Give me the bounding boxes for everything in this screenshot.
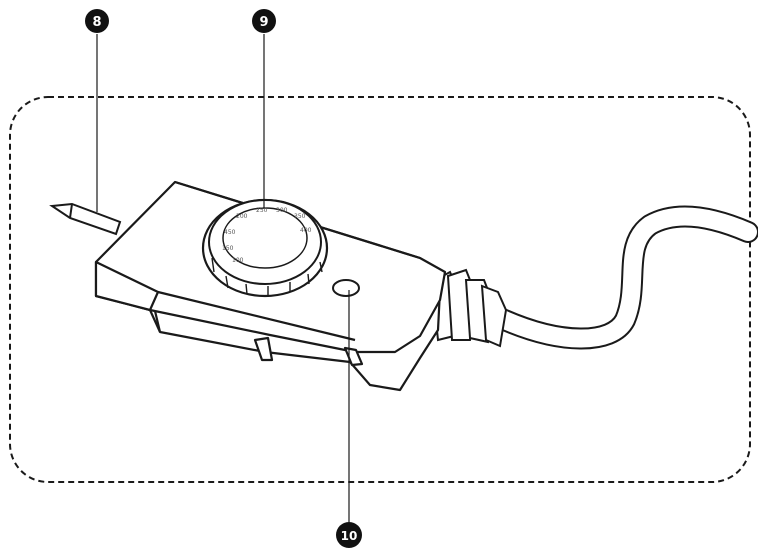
callout-label: 8 <box>92 15 101 30</box>
dial-marking: 400 <box>300 227 312 234</box>
callout-label: 10 <box>341 529 358 543</box>
leader-lines <box>96 34 350 522</box>
dial-marking: 350 <box>294 213 306 220</box>
dial-grip-ridges <box>211 257 323 296</box>
probe <box>49 202 122 236</box>
dial-marking: 150 <box>222 245 234 252</box>
dial-marking: 100 <box>232 257 244 264</box>
power-cord <box>489 205 758 350</box>
callout-label: 9 <box>259 15 268 30</box>
callout-8: 8 <box>85 9 109 33</box>
dial-face <box>222 207 308 269</box>
callout-9: 9 <box>252 9 276 33</box>
dial-markings: 200 250 300 350 400 450 150 100 <box>222 207 312 264</box>
dial-marking: 300 <box>276 207 288 214</box>
indicator-light <box>332 279 360 297</box>
temperature-dial[interactable]: 200 250 300 350 400 450 150 100 <box>201 198 329 298</box>
dial-marking: 200 <box>236 213 248 220</box>
dashed-frame <box>9 96 751 483</box>
controller-housing <box>94 180 447 392</box>
dial-marking: 250 <box>256 207 268 214</box>
dial-marking: 450 <box>224 229 236 236</box>
callout-10: 10 <box>336 522 362 548</box>
cord-strain-relief <box>430 268 508 348</box>
